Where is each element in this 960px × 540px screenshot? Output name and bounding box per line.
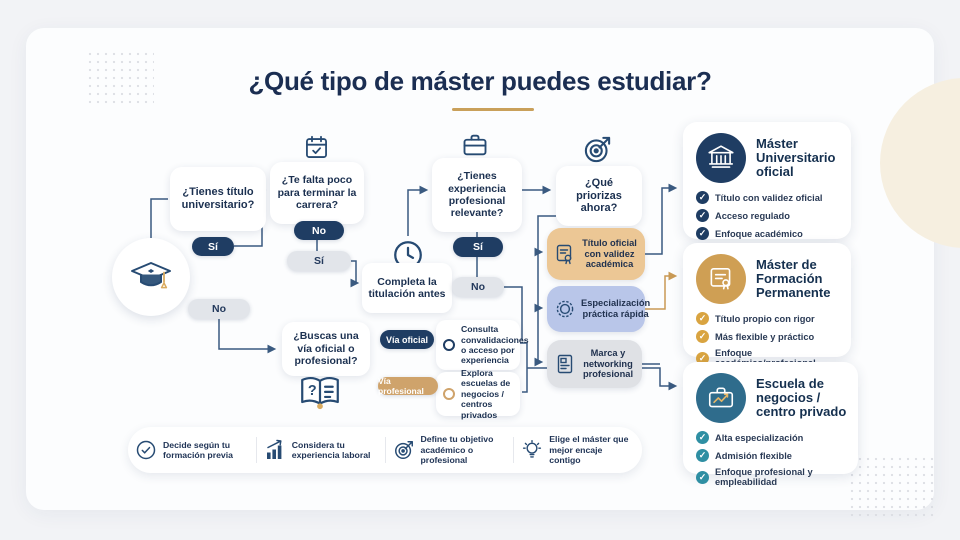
page-title: ¿Qué tipo de máster puedes estudiar? [248, 66, 712, 96]
bar-chart-icon [264, 439, 286, 461]
carrera-yes-pill: Sí [287, 251, 351, 271]
calendar-check-icon [303, 134, 330, 161]
clock-icon [391, 238, 425, 272]
medal-icon [554, 298, 576, 320]
carrera-no-pill: No [294, 221, 344, 240]
divider [255, 437, 257, 463]
panel-item: ✓Más flexible y práctico [696, 330, 841, 343]
panel-master-universitario: Máster Universitario oficial ✓Título con… [683, 122, 851, 240]
target-icon [393, 439, 415, 461]
completa-box: Completa la titulación antes [362, 263, 452, 313]
check-circle-icon [135, 439, 157, 461]
via-oficial-pill: Vía oficial [380, 330, 434, 349]
explora-label: Explora escuelas de negocios / centros p… [461, 367, 511, 420]
check-icon: ✓ [696, 312, 709, 325]
question-carrera-label: ¿Te falta poco para terminar la carrera? [277, 174, 357, 212]
open-book-icon: ? [298, 372, 342, 410]
check-icon: ✓ [696, 227, 709, 240]
divider [384, 437, 386, 463]
tip-formacion: Decide según tu formación previa [128, 439, 256, 461]
priority-especializacion: Especialización práctica rápida [547, 286, 650, 332]
question-experiencia-label: ¿Tienes experiencia profesional relevant… [448, 170, 506, 220]
titulo-no-pill: No [188, 299, 250, 319]
check-icon: ✓ [696, 470, 709, 484]
briefcase-icon [461, 131, 489, 159]
explora-box: Explora escuelas de negocios / centros p… [436, 368, 520, 420]
profile-card-icon [554, 353, 576, 375]
priority-label: Título oficial con validez académica [582, 237, 637, 270]
check-icon: ✓ [696, 431, 709, 444]
lightbulb-icon [521, 439, 543, 461]
priority-titulo-oficial: Título oficial con validez académica [547, 228, 645, 280]
target-dart-icon [582, 134, 613, 165]
bullet-dot-icon [443, 388, 455, 400]
certificate-icon [554, 243, 576, 265]
dot-pattern-bottomright [848, 455, 934, 517]
panel-item: ✓Enfoque académico [696, 227, 841, 240]
bullet-dot-icon [443, 339, 455, 351]
svg-text:?: ? [308, 383, 317, 399]
check-icon: ✓ [696, 449, 709, 462]
panel-item: ✓Admisión flexible [696, 449, 848, 462]
tips-bar: Decide según tu formación previa Conside… [128, 427, 642, 473]
check-icon: ✓ [696, 191, 709, 204]
dot-pattern-topleft [86, 50, 154, 108]
graduation-cap-icon [128, 257, 174, 297]
check-icon: ✓ [696, 351, 709, 365]
panel-title: Máster Universitario oficial [756, 136, 836, 179]
consulta-box: Consulta convalidaciones o acceso por ex… [436, 320, 529, 370]
panel-title: Escuela de negocios / centro privado [756, 376, 847, 419]
panel-item: ✓Alta especialización [696, 431, 848, 444]
consulta-label: Consulta convalidaciones o acceso por ex… [461, 324, 529, 366]
question-prioriza-box: ¿Qué priorizas ahora? [556, 166, 642, 226]
titulo-yes-pill: Sí [192, 237, 234, 256]
completa-label: Completa la titulación antes [368, 275, 446, 300]
university-icon [696, 133, 746, 183]
question-via-box: ¿Buscas una vía oficial o profesional? [282, 322, 370, 376]
panel-item: ✓Acceso regulado [696, 209, 841, 222]
panel-title: Máster de Formación Permanente [756, 257, 831, 300]
divider [513, 437, 515, 463]
diploma-icon [696, 254, 746, 304]
experiencia-yes-pill: Sí [453, 237, 503, 257]
check-icon: ✓ [696, 209, 709, 222]
tip-experiencia: Considera tu experiencia laboral [257, 439, 385, 461]
question-experiencia-box: ¿Tienes experiencia profesional relevant… [432, 158, 522, 232]
priority-label: Marca y networking profesional [582, 347, 634, 380]
panel-formacion-permanente: Máster de Formación Permanente ✓Título p… [683, 243, 851, 368]
priority-label: Especialización práctica rápida [581, 298, 651, 319]
question-titulo-label: ¿Tienes título universitario? [181, 186, 255, 211]
panel-item: ✓Enfoque profesional y empleabilidad [696, 467, 848, 487]
title-accent-underline [452, 108, 534, 111]
panel-item: ✓Título propio con rigor [696, 312, 841, 325]
tip-objetivo: Define tu objetivo académico o profesion… [386, 434, 514, 465]
briefcase-growth-icon [696, 373, 746, 423]
via-profesional-pill: Vía profesional [378, 376, 438, 396]
start-node [112, 238, 190, 316]
panel-escuela-negocios: Escuela de negocios / centro privado ✓Al… [683, 362, 858, 487]
question-prioriza-label: ¿Qué priorizas ahora? [576, 176, 622, 215]
panel-item: ✓Título con validez oficial [696, 191, 841, 204]
question-carrera-box: ¿Te falta poco para terminar la carrera? [270, 162, 364, 224]
experiencia-no-pill: No [452, 277, 504, 297]
priority-marca: Marca y networking profesional [547, 340, 642, 388]
question-titulo-box: ¿Tienes título universitario? [170, 167, 266, 231]
question-via-label: ¿Buscas una vía oficial o profesional? [293, 330, 359, 368]
tip-eleccion: Elige el máster que mejor encaje contigo [514, 434, 642, 465]
check-icon: ✓ [696, 330, 709, 343]
